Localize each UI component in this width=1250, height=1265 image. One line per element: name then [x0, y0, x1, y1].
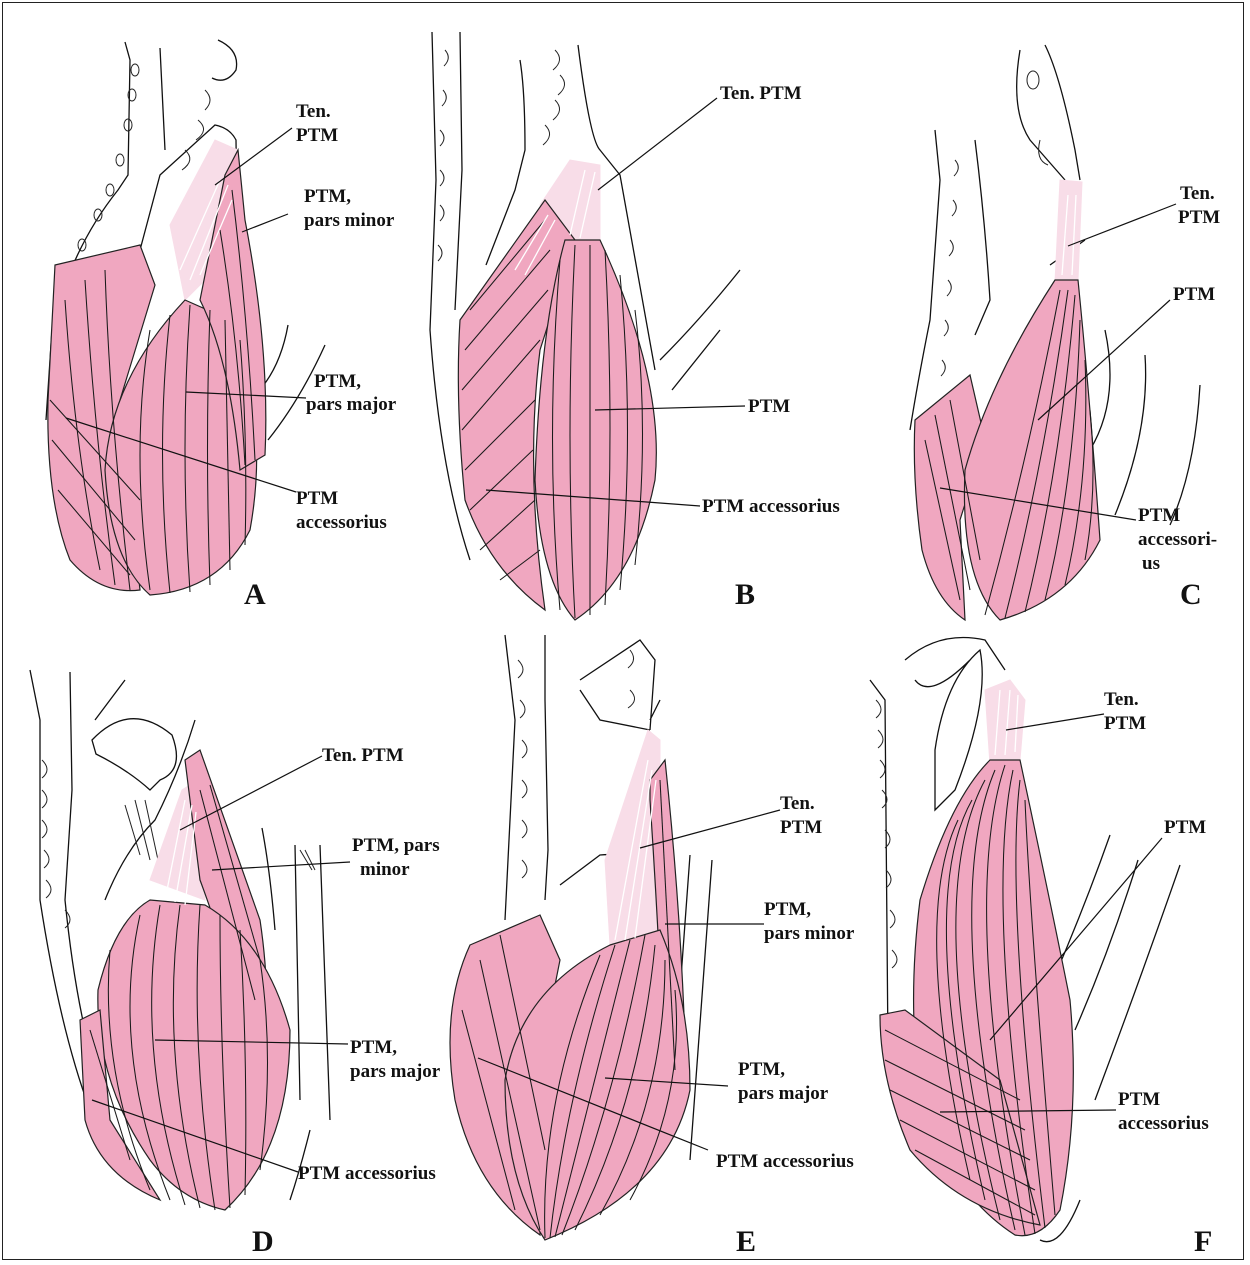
panel-c-letter: C [1180, 578, 1202, 612]
panel-a-pars-minor-label-2: pars minor [304, 209, 394, 232]
panel-a-accessorius-label-2: accessorius [296, 511, 387, 534]
panel-d-pars-major-label-1: PTM, [350, 1036, 397, 1059]
panel-b-accessorius-label: PTM accessorius [702, 495, 840, 518]
panel-f-accessorius-label-1: PTM [1118, 1088, 1160, 1111]
panel-a-letter: A [244, 578, 266, 612]
panel-b-letter: B [735, 578, 755, 612]
panel-e-tendon-label-2: PTM [780, 816, 822, 839]
panel-f-letter: F [1194, 1225, 1212, 1259]
panel-d-pars-minor-label-1: PTM, pars [352, 834, 440, 857]
panel-b-ptm-label: PTM [748, 395, 790, 418]
panel-f-tendon-label-1: Ten. [1104, 688, 1139, 711]
panel-a-tendon-label-2: PTM [296, 124, 338, 147]
panel-a-pars-major-label-2: pars major [306, 393, 396, 416]
panel-d-drawing [30, 670, 350, 1210]
panel-c-accessorius-label-3: us [1142, 552, 1160, 575]
panel-c-ptm-label: PTM [1173, 283, 1215, 306]
panel-c-accessorius-label-2: accessori- [1138, 528, 1217, 551]
panel-e-pars-major-label-2: pars major [738, 1082, 828, 1105]
panel-a-drawing [46, 40, 325, 595]
panel-b-ptm [535, 240, 656, 620]
panel-b-tendon-label: Ten. PTM [720, 82, 802, 105]
panel-a-tendon-label-1: Ten. [296, 100, 331, 123]
panel-e-pars-minor-label-2: pars minor [764, 922, 854, 945]
panel-d-pars-minor-label-2: minor [360, 858, 410, 881]
panel-c-tendon-label-1: Ten. [1180, 182, 1215, 205]
panel-a-accessorius-label-1: PTM [296, 487, 338, 510]
panel-e-letter: E [736, 1225, 756, 1259]
panel-c-accessorius-label-1: PTM [1138, 504, 1180, 527]
panel-b-drawing [430, 32, 745, 620]
panel-d-pars-major-label-2: pars major [350, 1060, 440, 1083]
panel-d-tendon-label: Ten. PTM [322, 744, 404, 767]
panel-c-tendon-label-2: PTM [1178, 206, 1220, 229]
panel-a-pars-major-label-1: PTM, [314, 370, 361, 393]
panel-f-tendon-label-2: PTM [1104, 712, 1146, 735]
panel-f-accessorius-label-2: accessorius [1118, 1112, 1209, 1135]
panel-e-pars-major-label-1: PTM, [738, 1058, 785, 1081]
panel-d-accessorius-label: PTM accessorius [298, 1162, 436, 1185]
panel-e-tendon-label-1: Ten. [780, 792, 815, 815]
panel-e-pars-minor-label-1: PTM, [764, 898, 811, 921]
panel-f-ptm-label: PTM [1164, 816, 1206, 839]
panel-d-letter: D [252, 1225, 274, 1259]
panel-a-pars-minor-label-1: PTM, [304, 185, 351, 208]
panel-e-accessorius-label: PTM accessorius [716, 1150, 854, 1173]
